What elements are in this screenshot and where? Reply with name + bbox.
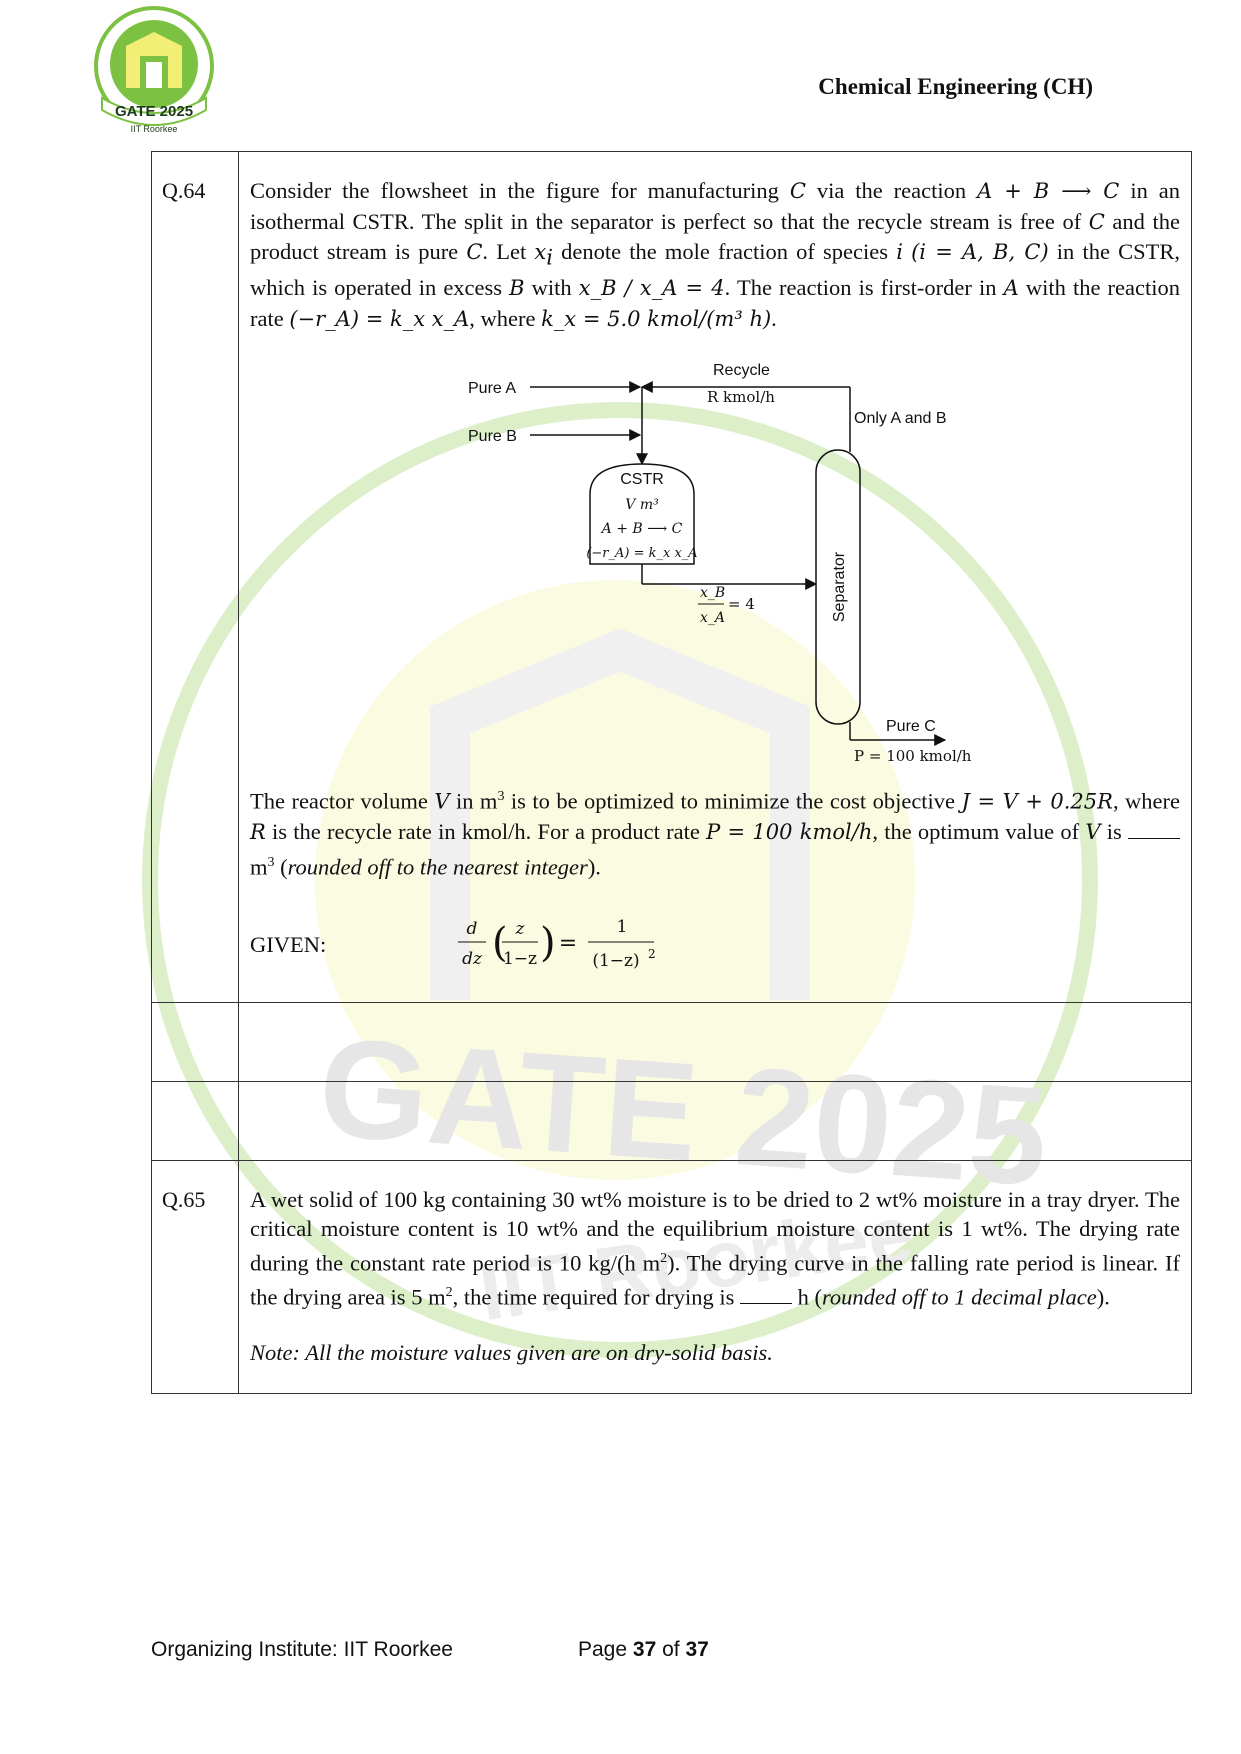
label-ratio-den: x_A <box>700 610 725 626</box>
svg-text:): ) <box>540 920 556 966</box>
question-body: A wet solid of 100 kg containing 30 wt% … <box>238 1159 1192 1394</box>
question-row-64: Q.64 Consider the flowsheet in the figur… <box>151 151 1192 1003</box>
gate-logo: GATE 2025 IIT Roorkee <box>94 6 214 134</box>
label-cstr: CSTR <box>620 471 664 488</box>
question-table: Q.64 Consider the flowsheet in the figur… <box>151 151 1192 1394</box>
answer-blank <box>740 1285 793 1304</box>
given-section: GIVEN: d dz ( z 1−z ) = 1 (1−z) <box>250 900 1180 992</box>
question-text: A wet solid of 100 kg containing 30 wt% … <box>250 1186 1180 1310</box>
flowsheet-diagram: Pure A Pure B Recycle R kmol/h Only A an… <box>468 362 972 765</box>
svg-text:1−z: 1−z <box>503 949 537 969</box>
svg-text:dz: dz <box>462 949 483 969</box>
question-objective: The reactor volume V in m3 is to be opti… <box>250 788 1181 879</box>
label-ratio-value: = 4 <box>728 595 755 613</box>
footer-institute: Organizing Institute: IIT Roorkee <box>151 1638 453 1661</box>
svg-text:(: ( <box>492 920 508 966</box>
footer-page-number: Page 37 of 37 <box>578 1638 709 1661</box>
empty-row <box>151 1080 1192 1161</box>
given-equation: d dz ( z 1−z ) = 1 (1−z) 2 <box>458 917 656 971</box>
svg-text:2: 2 <box>648 947 656 961</box>
question-body: Consider the flowsheet in the figure for… <box>238 151 1192 1003</box>
label-reaction: A + B ⟶ C <box>600 521 683 537</box>
empty-row <box>151 1001 1192 1082</box>
label-recycle-rate: R kmol/h <box>707 388 775 406</box>
logo-text: GATE 2025 <box>115 103 193 120</box>
label-pure-b: Pure B <box>468 428 517 445</box>
svg-text:1: 1 <box>617 917 628 937</box>
label-pure-c: Pure C <box>886 718 936 735</box>
question-note: Note: All the moisture values given are … <box>250 1339 773 1365</box>
label-only-a-and-b: Only A and B <box>854 410 947 427</box>
label-pure-a: Pure A <box>468 380 516 397</box>
label-ratio-num: x_B <box>700 585 725 601</box>
question-number: Q.65 <box>151 1159 239 1394</box>
subject-title: Chemical Engineering (CH) <box>818 74 1093 99</box>
svg-text:d: d <box>467 919 478 939</box>
logo-subtext: IIT Roorkee <box>131 124 178 134</box>
svg-text:=: = <box>559 931 577 956</box>
given-label: GIVEN: <box>250 931 327 957</box>
question-intro: Consider the flowsheet in the figure for… <box>250 178 1181 331</box>
question-row-65: Q.65 A wet solid of 100 kg containing 30… <box>151 1159 1192 1394</box>
question-number: Q.64 <box>151 151 239 1003</box>
label-volume: V m³ <box>625 497 659 513</box>
svg-text:(1−z): (1−z) <box>592 951 639 971</box>
label-recycle: Recycle <box>713 362 770 379</box>
label-separator: Separator <box>831 551 848 622</box>
label-rate: (−r_A) = k_x x_A <box>586 546 697 561</box>
label-product-rate: P = 100 kmol/h <box>854 747 972 765</box>
answer-blank <box>1128 820 1181 839</box>
flowsheet-figure: Pure A Pure B Recycle R kmol/h Only A an… <box>250 334 1180 782</box>
svg-text:z: z <box>515 919 526 939</box>
